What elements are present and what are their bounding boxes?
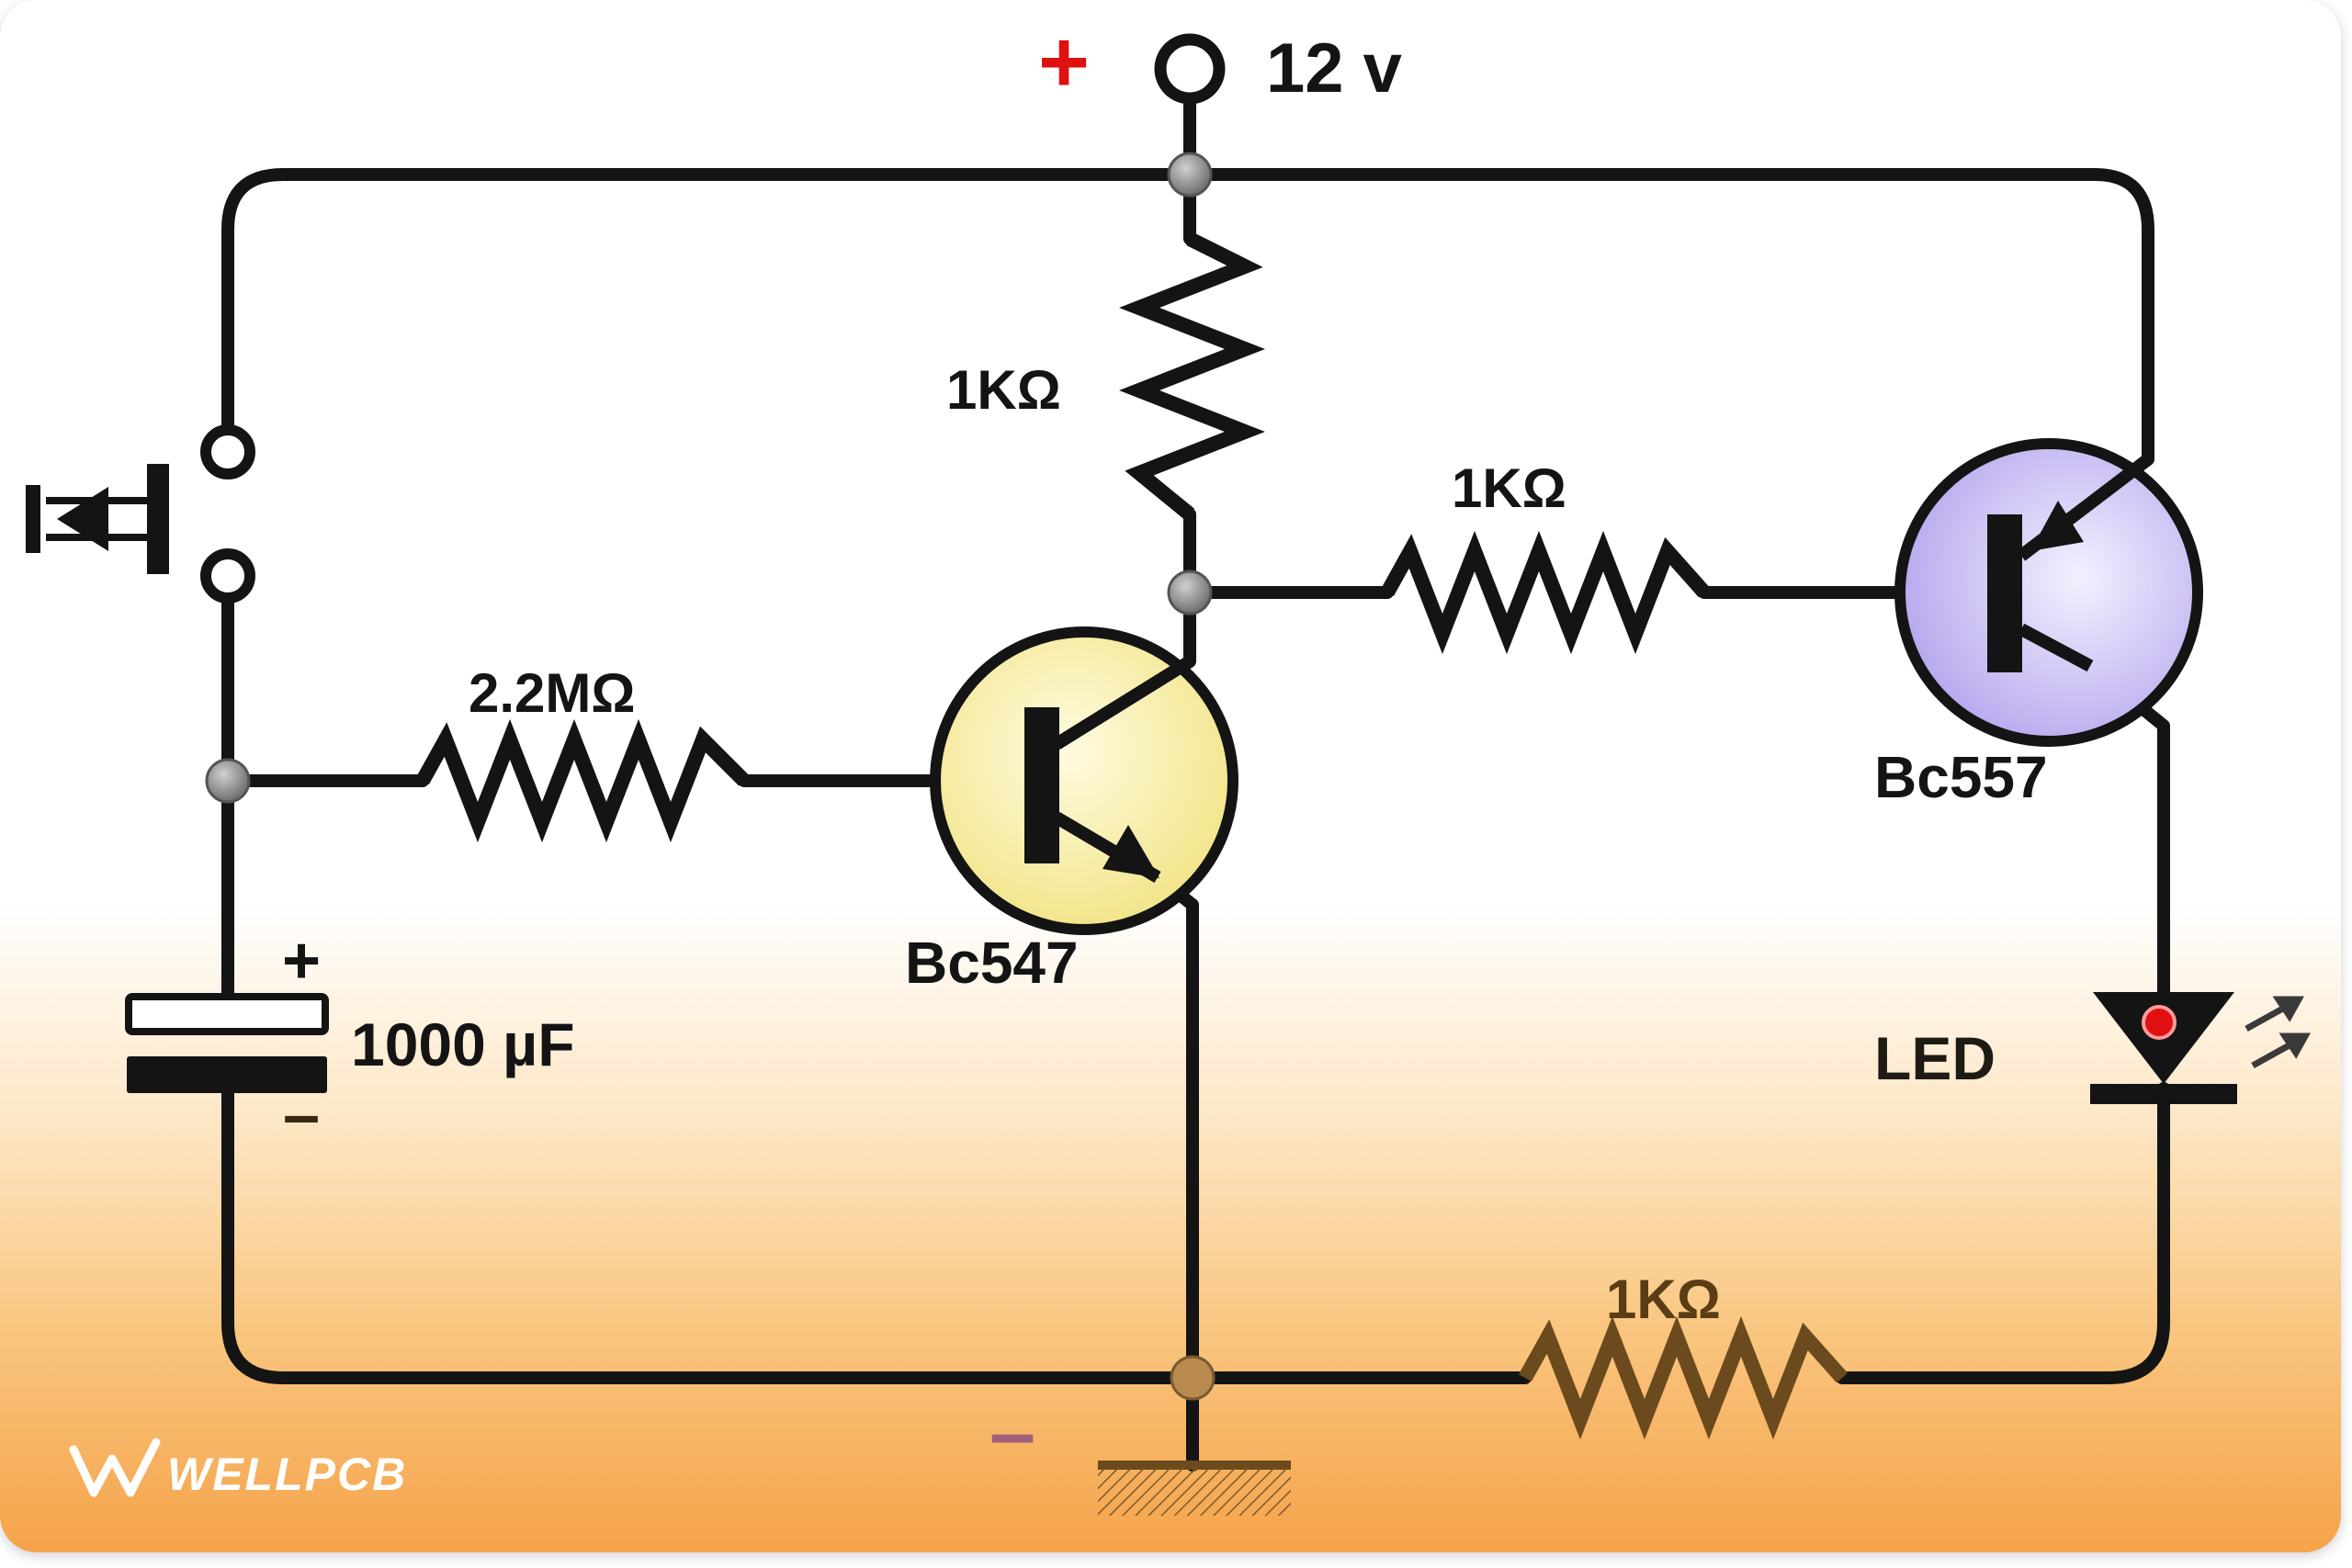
npn-base-bar xyxy=(1024,707,1059,863)
pnp-transistor-body xyxy=(1894,438,2203,747)
resistor-led-label: 1KΩ xyxy=(1606,1269,1721,1330)
node-collector xyxy=(1167,570,1213,615)
resistor-npn-base: 2.2MΩ xyxy=(416,662,750,843)
resistor-led: 1KΩ xyxy=(1519,1269,1848,1440)
node-npn-base xyxy=(205,758,251,804)
pnp-transistor-label: Bc557 xyxy=(1874,744,2048,810)
npn-transistor-body xyxy=(930,626,1238,935)
supply-terminal: + 12 v xyxy=(1038,13,1402,111)
pnp-emitter-arrow-icon xyxy=(2030,501,2084,551)
supply-terminal-ring xyxy=(1154,33,1226,105)
resistor-collector-zigzag xyxy=(1119,231,1265,521)
resistor-collector: 1KΩ xyxy=(946,231,1265,521)
node-top-rail xyxy=(1167,152,1213,197)
led-glow-dot xyxy=(2142,1005,2177,1040)
npn-transistor-label: Bc547 xyxy=(905,930,1079,996)
led: LED xyxy=(1874,992,2311,1104)
npn-emitter-wire xyxy=(1151,871,1199,1384)
capacitor: + – 1000 µF xyxy=(125,924,575,1152)
switch-button-cap xyxy=(26,485,40,553)
led-resistor-right-wire xyxy=(1836,1316,2170,1384)
resistor-pnp-base-label: 1KΩ xyxy=(1452,457,1566,519)
switch-press-arrow-icon xyxy=(57,487,108,551)
resistor-collector-label: 1KΩ xyxy=(946,359,1061,421)
pnp-collector-lead xyxy=(2018,623,2094,672)
capacitor-positive-plate xyxy=(125,993,329,1035)
wellpcb-logo-icon xyxy=(69,1438,161,1497)
ground-minus-sign: – xyxy=(989,1387,1035,1479)
resistor-pnp-base: 1KΩ xyxy=(1381,457,1710,655)
led-light-arrows-icon xyxy=(2245,996,2311,1069)
resistor-led-zigzag xyxy=(1519,1315,1848,1440)
led-label: LED xyxy=(1874,1024,1996,1092)
npn-collector-lead xyxy=(1053,656,1193,750)
switch-contact-bottom xyxy=(200,548,255,604)
wellpcb-watermark: WELLPCB xyxy=(69,1438,407,1500)
switch-actuator-bar xyxy=(147,464,169,574)
junction-nodes xyxy=(205,152,1216,1401)
npn-emitter-arrow-icon xyxy=(1102,825,1159,878)
capacitor-value-label: 1000 µF xyxy=(351,1010,575,1078)
supply-plus-sign: + xyxy=(1038,13,1090,111)
ground-hatch xyxy=(1098,1468,1291,1516)
resistor-npn-base-label: 2.2MΩ xyxy=(469,662,636,724)
capacitor-plus-sign: + xyxy=(282,924,321,998)
capacitor-negative-plate xyxy=(127,1056,327,1093)
node-ground xyxy=(1170,1355,1216,1401)
ground-symbol: – xyxy=(989,1387,1291,1516)
capacitor-minus-sign: – xyxy=(283,1078,320,1152)
led-cathode-bar xyxy=(2090,1084,2237,1104)
bottom-left-rail xyxy=(221,1082,1196,1384)
npn-transistor: Bc547 xyxy=(905,626,1238,996)
supply-voltage-label: 12 v xyxy=(1266,29,1402,107)
pnp-base-bar xyxy=(1987,514,2022,672)
resistor-npn-base-zigzag xyxy=(416,718,750,843)
push-button-switch xyxy=(26,424,255,604)
switch-contact-top xyxy=(200,424,255,479)
resistor-pnp-base-zigzag xyxy=(1381,530,1710,655)
pnp-transistor: Bc557 xyxy=(1874,438,2203,810)
wellpcb-watermark-text: WELLPCB xyxy=(167,1449,407,1500)
